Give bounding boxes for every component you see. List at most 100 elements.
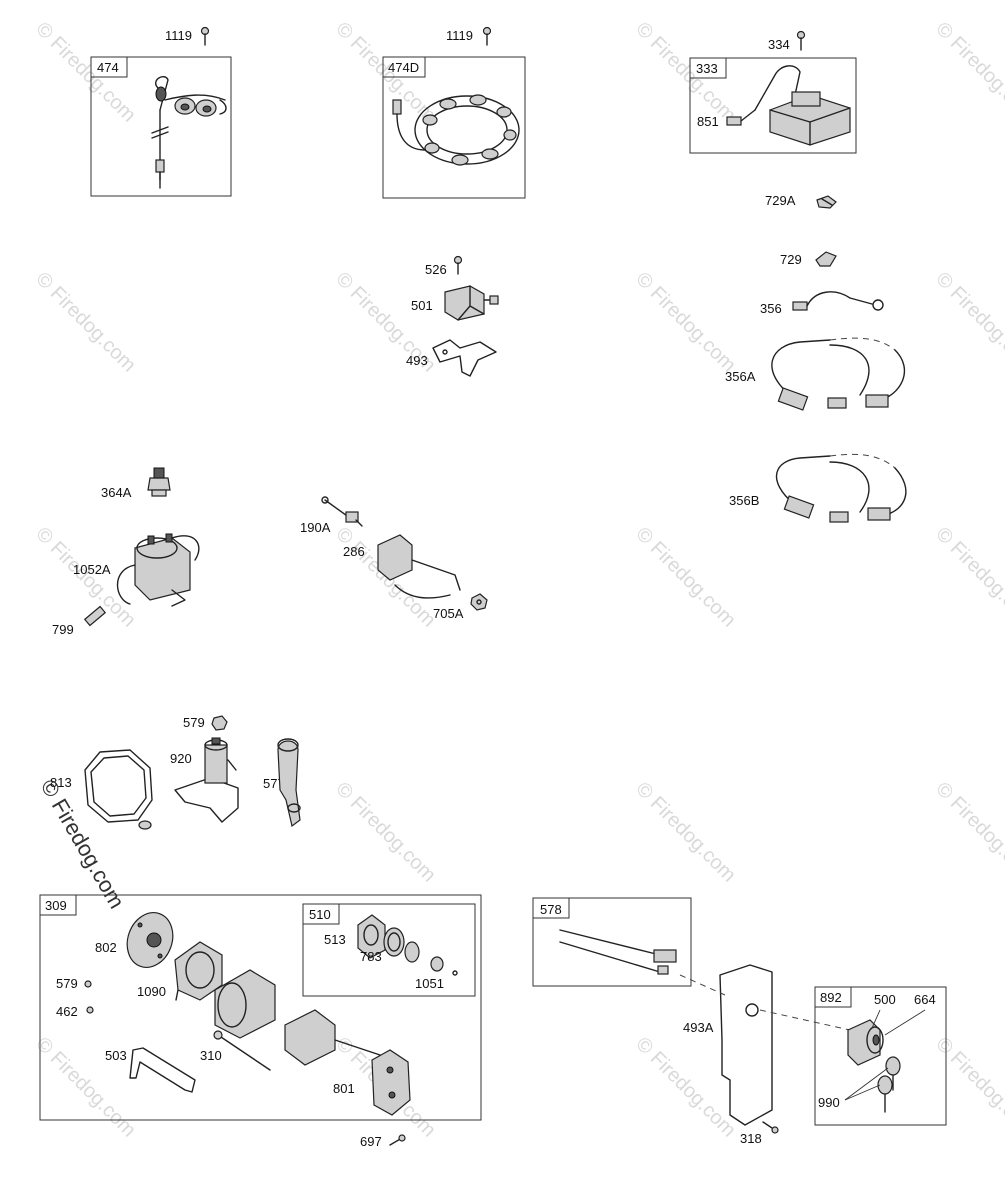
box-label-510: 510 — [309, 907, 331, 922]
part-729A: 729A — [765, 193, 837, 209]
part-286: 286 — [343, 534, 461, 599]
box-309: 309 802 579 462 1090 — [39, 894, 482, 1121]
watermark: © Firedog.com — [931, 18, 1005, 127]
part-starter-motor-housing — [214, 969, 276, 1039]
watermark: © Firedog.com — [631, 268, 740, 377]
starter-solenoid-icon — [116, 533, 200, 607]
part-526: 526 — [425, 255, 463, 277]
watermark: © Firedog.com — [931, 523, 1005, 632]
screw-icon — [482, 26, 492, 46]
part-513: 513 — [324, 914, 386, 959]
part-label-334: 334 — [768, 37, 790, 52]
part-label-493: 493 — [406, 353, 428, 368]
part-label-801: 801 — [333, 1081, 355, 1096]
part-label-356: 356 — [760, 301, 782, 316]
bolt-icon — [83, 605, 107, 627]
watermark: © Firedog.com — [631, 18, 740, 127]
watermark: © Firedog.com — [631, 1033, 740, 1142]
part-label-990: 990 — [818, 1095, 840, 1110]
watermark: © Firedog.com — [31, 18, 140, 127]
box-label-892: 892 — [820, 990, 842, 1005]
box-label-333: 333 — [696, 61, 718, 76]
bracket-icon — [377, 534, 461, 599]
part-697: 697 — [360, 1134, 406, 1149]
part-label-799: 799 — [52, 622, 74, 637]
wire-harness-icon — [151, 76, 227, 189]
spring-washer-icon — [430, 956, 458, 976]
part-579-starter: 579 — [56, 976, 92, 991]
box-578: 578 — [532, 897, 692, 987]
part-577: 577 — [263, 738, 301, 828]
gear-icon — [383, 927, 420, 963]
part-503: 503 — [105, 1047, 196, 1093]
part-318: 318 — [740, 1121, 779, 1146]
part-1052A: 1052A — [73, 533, 200, 607]
nut-icon — [211, 715, 228, 731]
part-label-526: 526 — [425, 262, 447, 277]
part-label-493A: 493A — [683, 1020, 714, 1035]
part-label-729A: 729A — [765, 193, 796, 208]
part-label-920: 920 — [170, 751, 192, 766]
part-356A: 356A — [725, 337, 906, 411]
part-label-729: 729 — [780, 252, 802, 267]
part-1090: 1090 — [137, 941, 223, 1001]
watermark: © Firedog.com — [931, 268, 1005, 377]
wire-leads-icon — [559, 929, 677, 975]
clamp-band-icon — [84, 749, 153, 830]
ignition-coil-icon — [726, 65, 851, 146]
bracket-icon — [129, 1047, 196, 1093]
watermark-main: © Firedog.com — [36, 775, 130, 913]
voltage-regulator-icon — [444, 285, 499, 321]
part-label-503: 503 — [105, 1048, 127, 1063]
bracket-icon — [432, 339, 497, 377]
nut-icon — [470, 593, 488, 611]
clip-icon — [815, 251, 837, 267]
part-493A: 493A — [679, 964, 851, 1126]
nut-icon — [84, 980, 92, 988]
watermark: © Firedog.com — [331, 778, 440, 887]
part-1119-middle: 1119 — [446, 26, 492, 46]
part-label-1119: 1119 — [446, 28, 473, 43]
part-579-top: 579 — [183, 715, 228, 731]
box-label-474D: 474D — [388, 60, 419, 75]
ignition-key-switch-icon — [847, 1009, 926, 1066]
part-356B: 356B — [729, 453, 907, 523]
part-1119-left: 1119 — [165, 26, 210, 46]
box-474: 474 — [90, 56, 232, 197]
end-cap-icon — [371, 1049, 411, 1116]
part-label-1052A: 1052A — [73, 562, 111, 577]
ignition-switch-bracket-icon — [174, 737, 239, 823]
part-310: 310 — [200, 1030, 271, 1071]
part-label-286: 286 — [343, 544, 365, 559]
part-label-356A: 356A — [725, 369, 756, 384]
box-label-578: 578 — [540, 902, 562, 917]
watermark: © Firedog.com — [631, 778, 740, 887]
box-label-309: 309 — [45, 898, 67, 913]
part-802: 802 — [95, 912, 174, 968]
part-920: 920 — [170, 737, 239, 823]
drive-housing-icon — [174, 941, 223, 1001]
box-label-474: 474 — [97, 60, 119, 75]
part-label-501: 501 — [411, 298, 433, 313]
part-783: 783 — [360, 927, 420, 964]
box-474D: 474D — [382, 56, 526, 199]
spark-plug-boot-icon — [277, 738, 301, 828]
screw-icon — [389, 1134, 406, 1146]
part-label-1090: 1090 — [137, 984, 166, 999]
part-label-364A: 364A — [101, 485, 132, 500]
part-364A: 364A — [101, 467, 171, 500]
end-plate-icon — [126, 912, 174, 968]
part-705A: 705A — [433, 593, 488, 621]
part-label-851: 851 — [697, 114, 719, 129]
watermark: © Firedog.com — [31, 268, 140, 377]
part-label-190A: 190A — [300, 520, 331, 535]
box-892: 892 500 664 990 — [814, 986, 947, 1126]
watermark: © Firedog.com — [331, 523, 440, 632]
part-493: 493 — [406, 339, 497, 377]
part-801: 801 — [333, 1049, 411, 1116]
part-label-462: 462 — [56, 1004, 78, 1019]
part-729: 729 — [780, 251, 837, 267]
ground-wire-icon — [792, 291, 884, 311]
watermark: © Firedog.com — [931, 778, 1005, 887]
